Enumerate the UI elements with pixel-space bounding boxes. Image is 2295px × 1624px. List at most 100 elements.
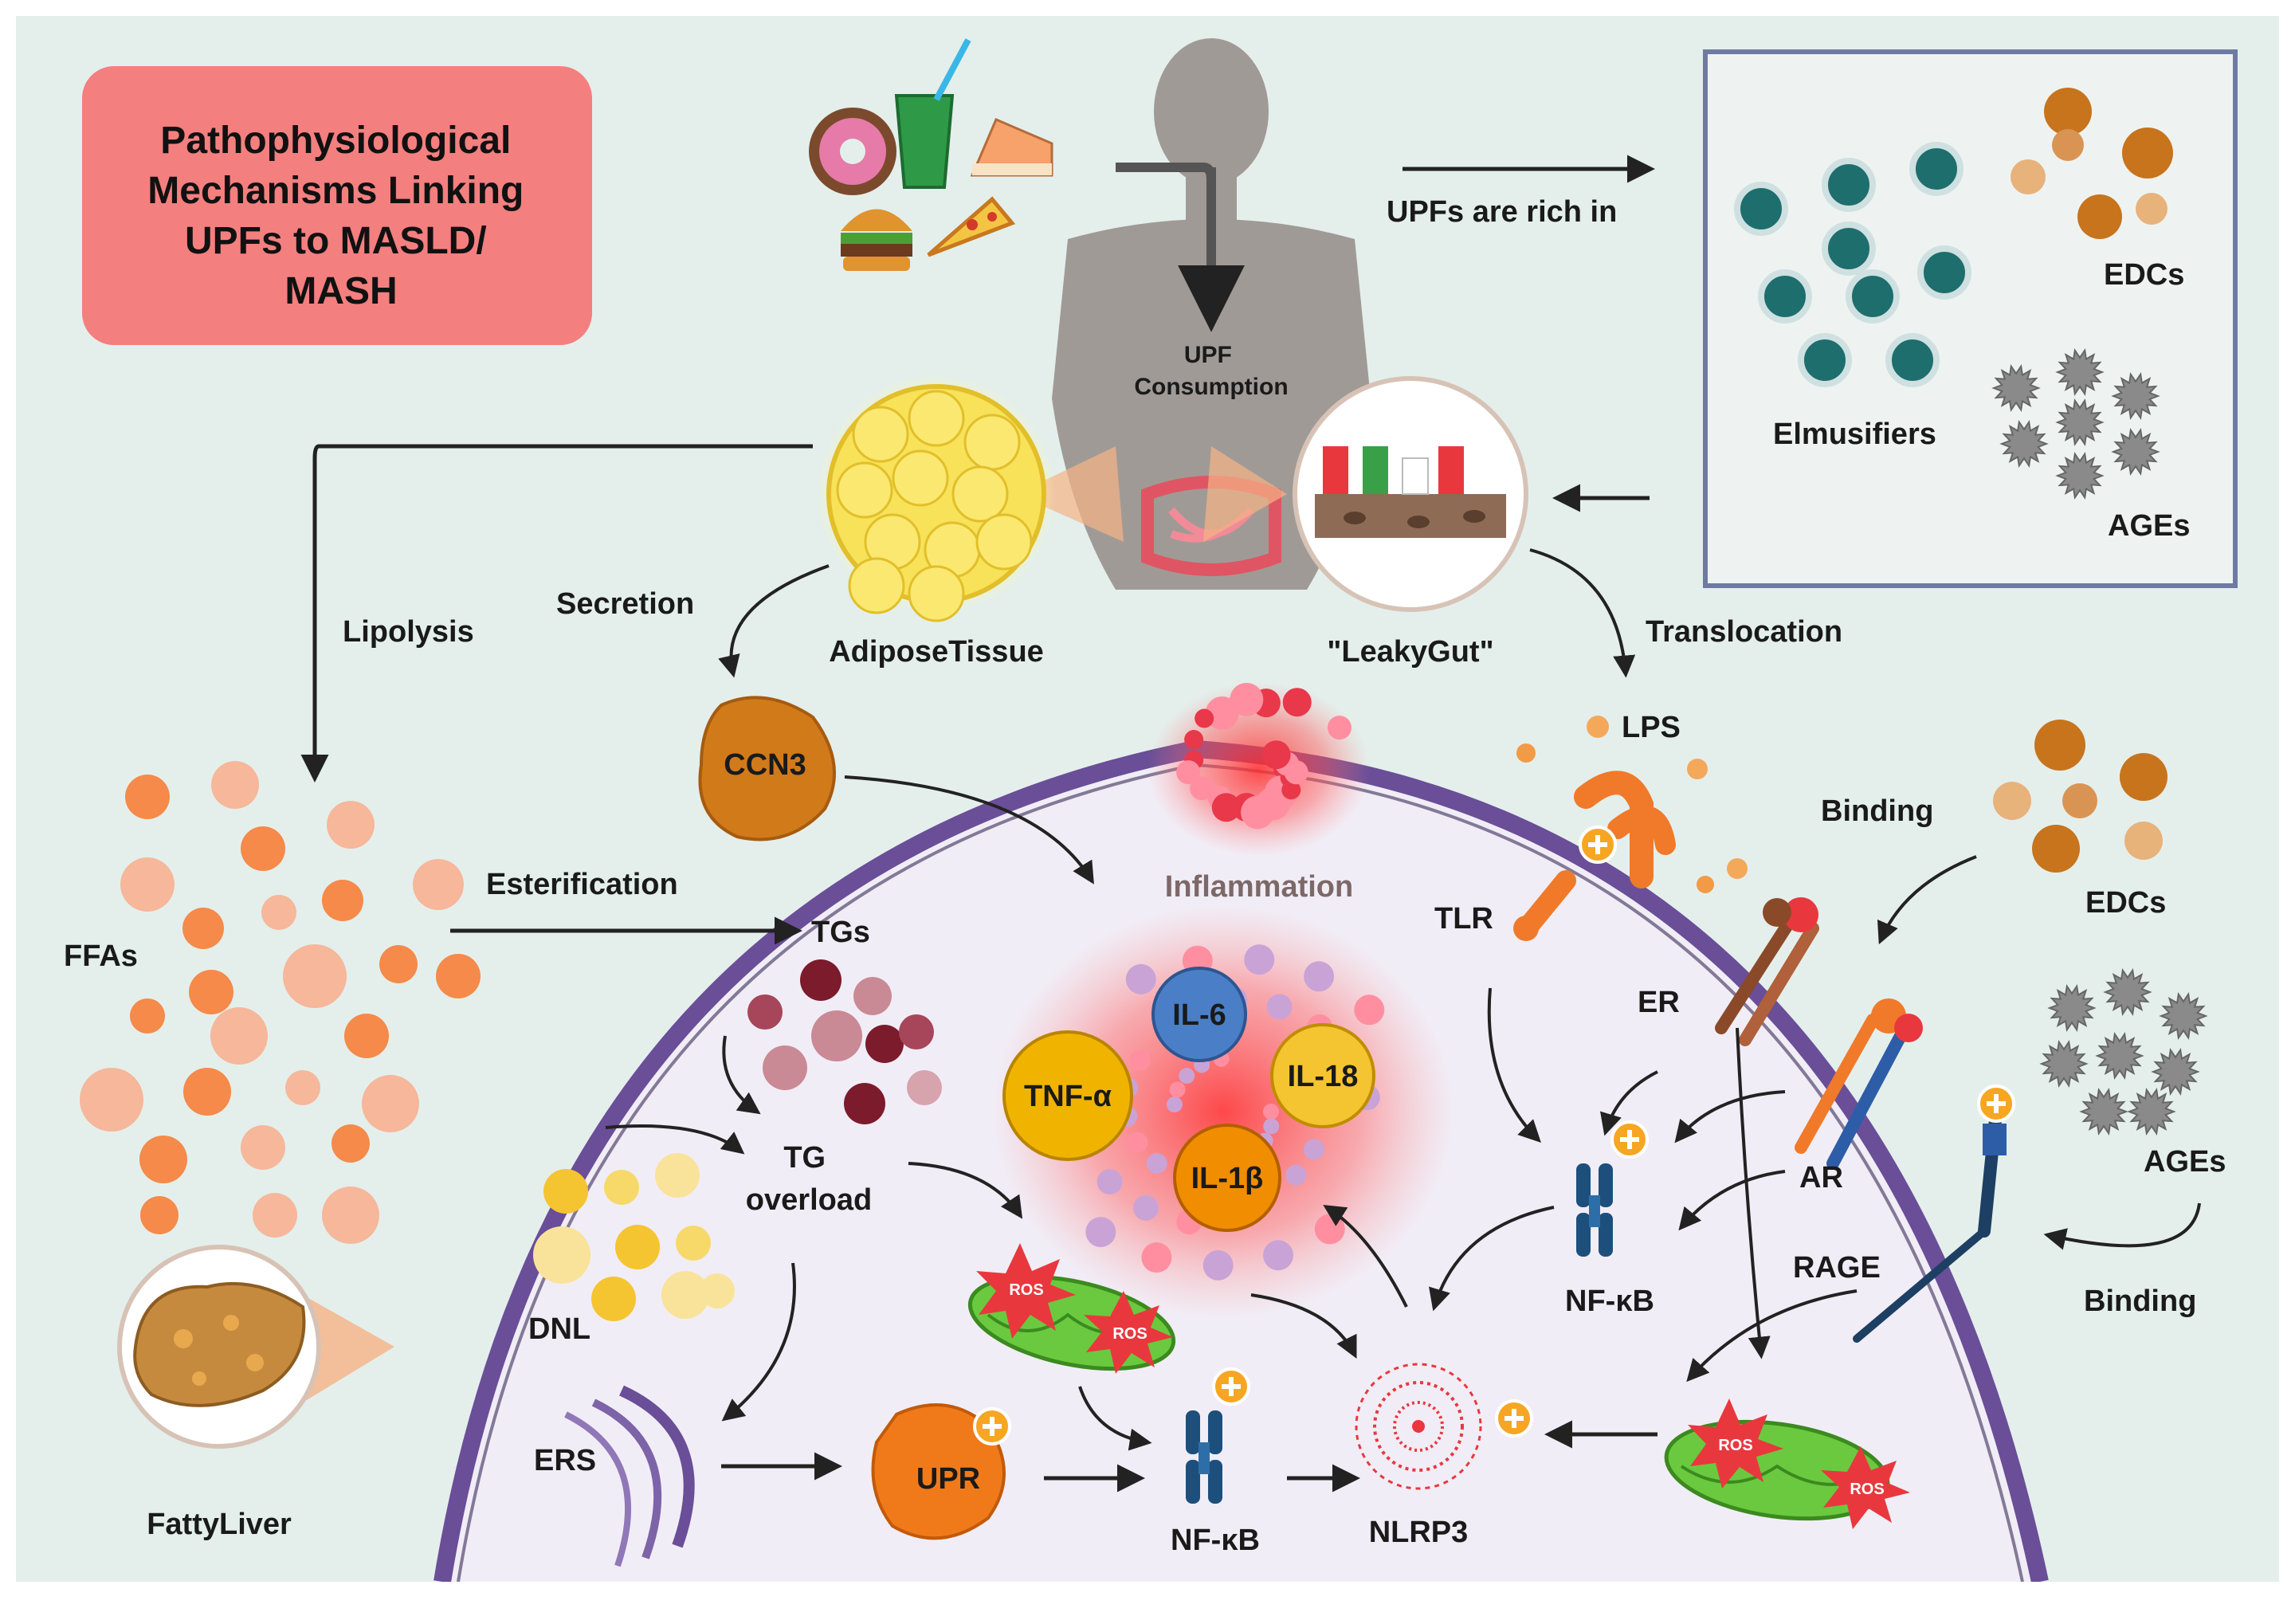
inflammation-dot [1202, 1249, 1234, 1281]
upfs-rich-in-label: UPFs are rich in [1387, 195, 1617, 229]
inflammation-dot [1354, 994, 1385, 1026]
ffa-droplet [283, 944, 347, 1008]
plus-badge-icon [1579, 826, 1617, 864]
title-line-4: MASH [284, 270, 397, 312]
il6-label: IL-6 [1172, 998, 1226, 1032]
inflammation-dot [1304, 961, 1335, 992]
inflammation-dot [1205, 696, 1239, 730]
ar-label: AR [1799, 1161, 1843, 1194]
ros-label-1: ROS [1009, 1281, 1043, 1299]
inflammation-label: Inflammation [1165, 870, 1353, 904]
nlrp3-label: NLRP3 [1369, 1516, 1469, 1549]
age-particle [2111, 372, 2160, 420]
arrow-ages-binding [2043, 1202, 2201, 1250]
ccn3-icon [698, 696, 836, 841]
age-particle [2055, 452, 2105, 500]
rage-label: RAGE [1793, 1251, 1881, 1285]
inflammation-dot [1285, 1164, 1307, 1186]
ffa-droplet [344, 1014, 389, 1058]
inflammation-glow-top [1148, 681, 1371, 857]
ffa-droplet [140, 1196, 178, 1234]
emulsifier-particle [1758, 269, 1812, 324]
ages-top-label: AGEs [2108, 509, 2190, 543]
gut-barrier-icon [1315, 446, 1506, 538]
inflammation-dot [1141, 1242, 1172, 1273]
tlr-label: TLR [1434, 902, 1493, 936]
inflammation-dot [1263, 1118, 1280, 1135]
tgs-label: TGs [811, 916, 870, 949]
cake-slice-icon [970, 118, 1053, 177]
il1b-ball [1173, 1124, 1281, 1232]
emulsifier-particle [1846, 269, 1900, 324]
ffa-droplet [285, 1070, 320, 1105]
ffa-droplet [362, 1075, 419, 1132]
lps-particles [1516, 716, 1748, 893]
arrow-cytokines-to-nlrp3 [1250, 1293, 1357, 1359]
plus-badge-icon [1610, 1120, 1649, 1159]
ffa-droplet [183, 1068, 231, 1116]
tlr-receptor-icon [1513, 771, 1676, 941]
edc-particle [2011, 159, 2046, 194]
adipocyte [848, 557, 905, 614]
inflammation-dot [1179, 1068, 1195, 1085]
emulsifier-particle [1822, 158, 1876, 212]
plus-badge-icon [1212, 1367, 1250, 1406]
tg-droplet [811, 1010, 862, 1061]
arrow-secretion [718, 564, 830, 678]
arrow-tg-to-overload [722, 1035, 761, 1115]
er-label: ER [1638, 986, 1680, 1019]
age-particle [2047, 984, 2097, 1032]
age-particle [1999, 420, 2049, 468]
inflammation-dot [1282, 688, 1312, 717]
translocation-label: Translocation [1646, 615, 1842, 649]
er-receptor-icon [1715, 897, 1819, 1046]
edc-particle [2034, 720, 2085, 771]
il18-ball [1270, 1023, 1375, 1128]
tg-droplet [899, 1014, 934, 1049]
adipocyte [908, 565, 965, 622]
burger-icon [841, 209, 912, 271]
edc-particle [2136, 193, 2168, 225]
adipocyte [892, 449, 949, 507]
tg-droplet [763, 1045, 807, 1090]
age-particle [2095, 1032, 2144, 1080]
age-particle [2079, 1088, 2128, 1136]
dnl-droplet [591, 1277, 636, 1321]
adipocyte [963, 414, 1021, 471]
emulsifier-particle [1734, 182, 1788, 236]
inflammation-dot [1132, 1194, 1159, 1221]
ros-label-2: ROS [1112, 1325, 1147, 1343]
tnfa-label: TNF-α [1024, 1080, 1112, 1113]
arrow-dnl-to-overload [605, 1124, 745, 1155]
food-group [809, 38, 1053, 271]
ffa-droplet [211, 761, 259, 809]
age-particle [2055, 398, 2105, 446]
adipocyte-icon [836, 390, 1033, 622]
bottom-band [16, 1582, 2279, 1604]
ffa-droplet [120, 857, 175, 912]
mitochondria-icon [967, 1243, 1176, 1374]
tg-droplets [747, 959, 942, 1124]
inflammation-dot [1190, 776, 1214, 801]
il6-ball [1151, 967, 1247, 1062]
adipose-tissue-label: AdiposeTissue [829, 635, 1044, 669]
ffa-droplet [80, 1068, 143, 1132]
ar-receptor-icon [1795, 998, 1923, 1170]
age-particle [2127, 1088, 2176, 1136]
inflammation-dot [1281, 780, 1301, 800]
nfkb-dimer-icon [1576, 1163, 1613, 1257]
ffa-droplet [189, 970, 233, 1014]
ffa-droplet [241, 1125, 285, 1170]
inflammation-dot [1125, 963, 1156, 994]
age-particle [2151, 1048, 2200, 1096]
tg-droplet [907, 1070, 942, 1105]
upr-label: UPR [916, 1462, 980, 1496]
dnl-droplet [615, 1225, 660, 1269]
title-line-2: Mechanisms Linking [147, 170, 524, 212]
dnl-droplets [533, 1153, 735, 1321]
ffa-droplet [261, 895, 296, 930]
inflammation-dot [1262, 1240, 1293, 1271]
emulsifier-particle [1822, 222, 1876, 276]
inflammation-dot [1304, 1139, 1325, 1160]
